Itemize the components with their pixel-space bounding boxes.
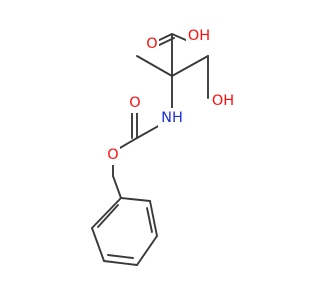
bond-ch2-ring: [112, 175, 122, 199]
ring-bond-6: [91, 197, 122, 229]
bond-n-carbamate-c: [136, 123, 163, 139]
benzene-ring: [91, 197, 158, 266]
ring-bond-2: [149, 200, 158, 237]
hydroxyl-oh-label: OH: [212, 93, 234, 109]
amine-nh-label: NH: [161, 110, 183, 126]
ring-inner-double-3: [97, 204, 119, 228]
ring-bond-1: [120, 197, 151, 202]
ring-inner-double-1: [146, 207, 153, 233]
atom-labels: OH O OH NH O O: [106, 26, 236, 165]
ring-bond-5: [91, 227, 105, 262]
carbamate-o-ester-label: O: [107, 147, 118, 163]
carboxyl-o-label: O: [146, 36, 157, 52]
carboxyl-oh-label: OH: [188, 28, 210, 44]
ring-bond-4: [103, 260, 138, 266]
ring-bond-3: [136, 235, 158, 266]
ring-inner-double-2: [107, 254, 134, 259]
bond-quat-c-methyl: [136, 55, 173, 77]
carbamate-o-double-label: O: [129, 95, 140, 111]
structure-diagram: OH O OH NH O O: [91, 26, 236, 266]
bond-quat-c-ch2: [171, 55, 209, 77]
